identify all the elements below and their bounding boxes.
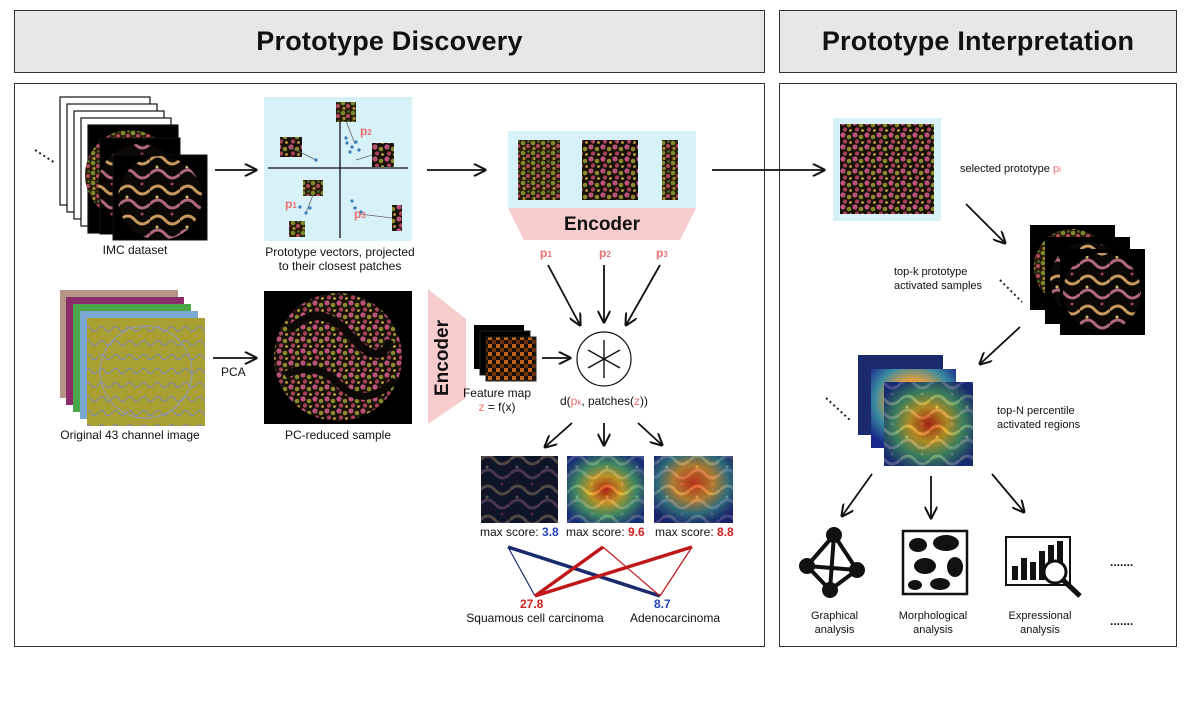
topn-label: top-N percentile activated regions <box>997 404 1080 432</box>
original-image-label: Original 43 channel image <box>60 428 200 442</box>
discovery-header: Prototype Discovery <box>14 10 765 73</box>
ellipsis-upper: ....... <box>1110 555 1134 569</box>
selected-prototype-label: selected prototype pi <box>960 163 1061 175</box>
graph-icon <box>799 527 865 598</box>
encoder-side-label: Encoder <box>432 319 453 397</box>
graphical-line1: Graphical <box>810 610 859 622</box>
expressional-line1: Expressional <box>1008 610 1072 622</box>
expressional-line2: analysis <box>1020 624 1060 636</box>
max-score-2: max score: 9.6 <box>566 525 645 539</box>
pc-reduced-label: PC-reduced sample <box>284 428 392 442</box>
prototype-projection <box>264 97 412 241</box>
scatter-label-p1: p1 <box>285 197 297 211</box>
topk-sample-stack <box>1030 225 1145 335</box>
scatter-label-p3: p3 <box>354 207 366 221</box>
feature-map-title: Feature map <box>462 386 532 400</box>
morphology-icon <box>901 529 969 596</box>
prototype-vectors-line1: Prototype vectors, projected <box>265 245 415 259</box>
original-channel-stack <box>60 290 205 426</box>
selected-prototype <box>833 118 941 221</box>
expressional-analysis-label: Expressional analysis <box>990 609 1090 637</box>
max-score-1: max score: 3.8 <box>480 525 559 539</box>
imc-dots <box>34 149 56 164</box>
encoder-top-shape <box>508 208 696 240</box>
class-connections <box>507 545 693 598</box>
patch-1 <box>518 140 560 200</box>
morphological-line1: Morphological <box>898 610 968 622</box>
morphological-analysis-label: Morphological analysis <box>883 609 983 637</box>
expression-chart-icon <box>1005 536 1082 598</box>
feature-map-equation: z = f(x) <box>478 400 516 414</box>
class-squamous: Squamous cell carcinoma <box>466 611 604 625</box>
prototype-label-p1: p1 <box>540 246 552 260</box>
topk-label: top-k prototype activated samples <box>894 265 982 293</box>
feature-map-stack <box>474 325 537 382</box>
graphical-line2: analysis <box>814 624 855 636</box>
feature-map-label: Feature map z = f(x) <box>462 386 532 414</box>
class-adeno: Adenocarcinoma <box>629 611 721 625</box>
prototype-vectors-label: Prototype vectors, projected to their cl… <box>250 245 430 273</box>
topk-line1: top-k prototype <box>894 266 968 278</box>
graphical-analysis-label: Graphical analysis <box>787 609 882 637</box>
topn-line2: activated regions <box>997 419 1081 431</box>
topn-line1: top-N percentile <box>997 405 1075 417</box>
prototype-label-p3: p3 <box>656 246 668 260</box>
interpretation-header: Prototype Interpretation <box>779 10 1177 73</box>
ellipsis-lower: ....... <box>1110 614 1134 628</box>
class-score-adeno: 8.7 <box>654 597 671 611</box>
max-score-3: max score: 8.8 <box>655 525 734 539</box>
class-score-squamous: 27.8 <box>520 597 544 611</box>
topk-line2: activated samples <box>894 280 983 292</box>
distance-operator-icon <box>576 331 632 387</box>
encoder-side-shape <box>428 289 466 424</box>
prototype-vectors-line2: to their closest patches <box>278 259 402 273</box>
imc-dataset-label: IMC dataset <box>102 243 168 257</box>
prototype-label-p2: p2 <box>599 246 611 260</box>
distance-label: d(pk, patches(z)) <box>559 394 649 408</box>
imc-dataset-stack <box>59 96 208 241</box>
encoder-top-label: Encoder <box>563 214 641 235</box>
pca-label: PCA <box>221 365 246 379</box>
topn-region-stack <box>858 355 973 466</box>
patch-3 <box>662 140 678 200</box>
scatter-label-p2: p2 <box>360 124 372 138</box>
patch-2 <box>582 140 638 200</box>
morphological-line2: analysis <box>913 624 953 636</box>
pc-reduced-sample <box>264 291 412 424</box>
